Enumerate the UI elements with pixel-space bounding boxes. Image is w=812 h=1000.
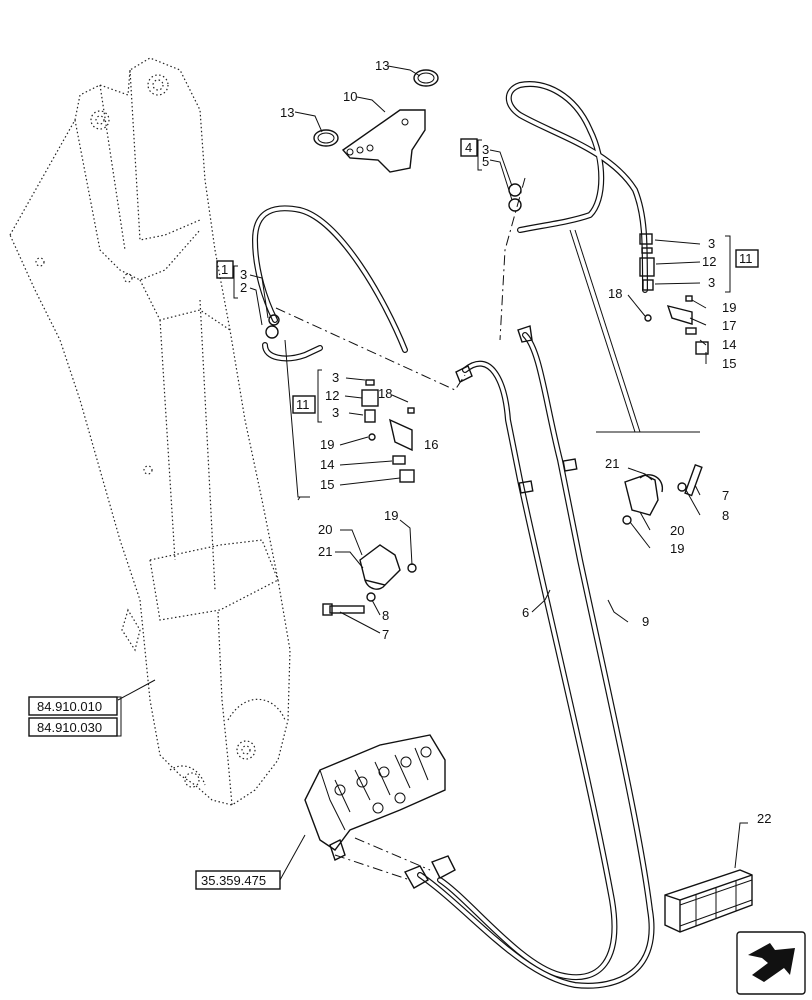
group-brackets: 1 11 4 11: [216, 138, 759, 423]
callout-19: 19: [384, 508, 398, 523]
callout-3: 3: [240, 267, 247, 282]
reference-code: 84.910.030: [37, 720, 102, 735]
group-label-1: 1: [221, 262, 228, 277]
callout-21: 21: [605, 456, 619, 471]
callout-10: 10: [343, 89, 357, 104]
callout-21: 21: [318, 544, 332, 559]
callout-16: 16: [424, 437, 438, 452]
callout-20: 20: [670, 523, 684, 538]
callout-12: 12: [702, 254, 716, 269]
callout-17: 17: [722, 318, 736, 333]
callout-9: 9: [642, 614, 649, 629]
centerlines: [275, 177, 526, 881]
callout-5: 5: [482, 154, 489, 169]
clamp-bracket-assembly: [313, 69, 439, 173]
callout-13: 13: [375, 58, 389, 73]
group-label-11: 11: [296, 397, 310, 412]
right-hose: [505, 81, 648, 293]
callout-12: 12: [325, 388, 339, 403]
callout-8: 8: [382, 608, 389, 623]
callout-3: 3: [708, 236, 715, 251]
callout-19: 19: [670, 541, 684, 556]
reference-link[interactable]: 84.910.010: [28, 696, 118, 716]
loader-boom: [9, 57, 291, 806]
reference-links: 84.910.010 84.910.030 35.359.475: [28, 696, 281, 890]
callout-7: 7: [382, 627, 389, 642]
next-page-arrow-icon[interactable]: [736, 931, 806, 995]
reference-link[interactable]: 84.910.030: [28, 717, 118, 737]
callout-14: 14: [722, 337, 736, 352]
callout-3: 3: [332, 370, 339, 385]
group-box-1: [216, 260, 234, 279]
group-box-11: [735, 249, 759, 268]
callout-2: 2: [240, 280, 247, 295]
main-hoses: [403, 325, 655, 989]
callout-13: 13: [280, 105, 294, 120]
callout-8: 8: [722, 508, 729, 523]
reference-link[interactable]: 35.359.475: [195, 870, 281, 890]
callout-6: 6: [522, 605, 529, 620]
leader-lines: [117, 65, 748, 881]
callout-14: 14: [320, 457, 334, 472]
group-box-11: [292, 395, 316, 414]
callouts: 13 13 10 3 2 3 12 3 18 19 16 14 15 3 5 3…: [240, 58, 771, 826]
group-label-4: 4: [465, 140, 472, 155]
callout-7: 7: [722, 488, 729, 503]
right-fitting-stack: [639, 233, 709, 355]
callout-19: 19: [722, 300, 736, 315]
callout-3: 3: [332, 405, 339, 420]
callout-3: 3: [482, 142, 489, 157]
callout-18: 18: [608, 286, 622, 301]
callout-22: 22: [757, 811, 771, 826]
callout-15: 15: [722, 356, 736, 371]
right-clamp-assembly: [622, 463, 703, 525]
callout-20: 20: [318, 522, 332, 537]
reference-code: 84.910.010: [37, 699, 102, 714]
callout-18: 18: [378, 386, 392, 401]
group-label-11: 11: [739, 251, 753, 266]
reference-code: 35.359.475: [201, 873, 266, 888]
callout-3: 3: [708, 275, 715, 290]
callout-15: 15: [320, 477, 334, 492]
callout-19: 19: [320, 437, 334, 452]
crate-icon: [664, 869, 753, 933]
group-box-4: [460, 138, 478, 157]
left-hose: [252, 205, 408, 362]
control-valve: [304, 734, 446, 861]
middle-clamp-assembly: [322, 544, 417, 616]
